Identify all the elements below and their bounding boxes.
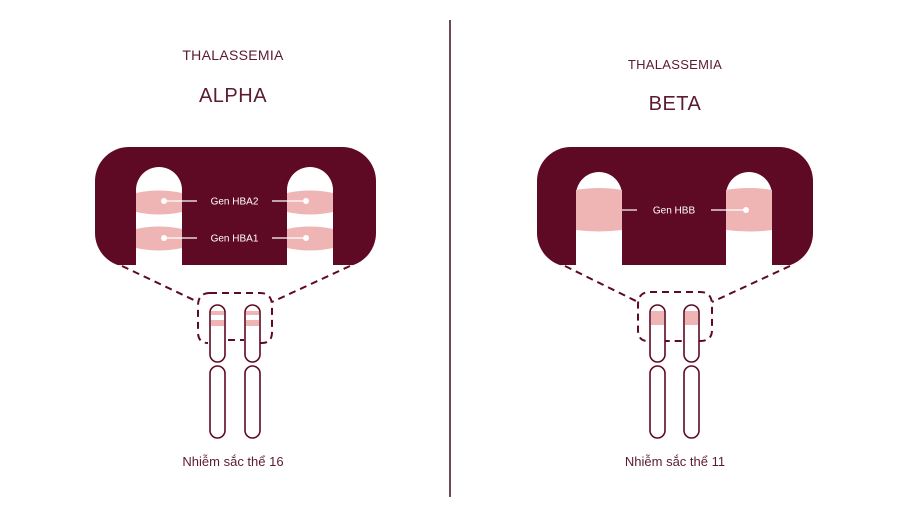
gene-label-hbb: Gen HBB	[653, 206, 696, 217]
beta-caption: Nhiễm sắc thể 11	[624, 454, 726, 469]
alpha-title: ALPHA	[198, 85, 268, 107]
beta-title: BETA	[648, 93, 702, 115]
beta-zoom-box	[537, 147, 813, 267]
alpha-subtitle: THALASSEMIA	[182, 47, 284, 63]
beta-chromosomes	[649, 304, 700, 439]
alpha-zoom-lines	[121, 265, 351, 344]
alpha-caption: Nhiễm sắc thể 16	[182, 454, 284, 469]
beta-subtitle: THALASSEMIA	[627, 57, 723, 72]
alpha-chromosomes	[209, 304, 261, 439]
gene-label-hba2: Gen HBA2	[211, 197, 259, 208]
gene-label-hba1: Gen HBA1	[211, 234, 259, 245]
beta-zoom-lines	[564, 265, 791, 342]
alpha-zoom-box	[95, 147, 376, 267]
panel-divider	[449, 20, 451, 497]
